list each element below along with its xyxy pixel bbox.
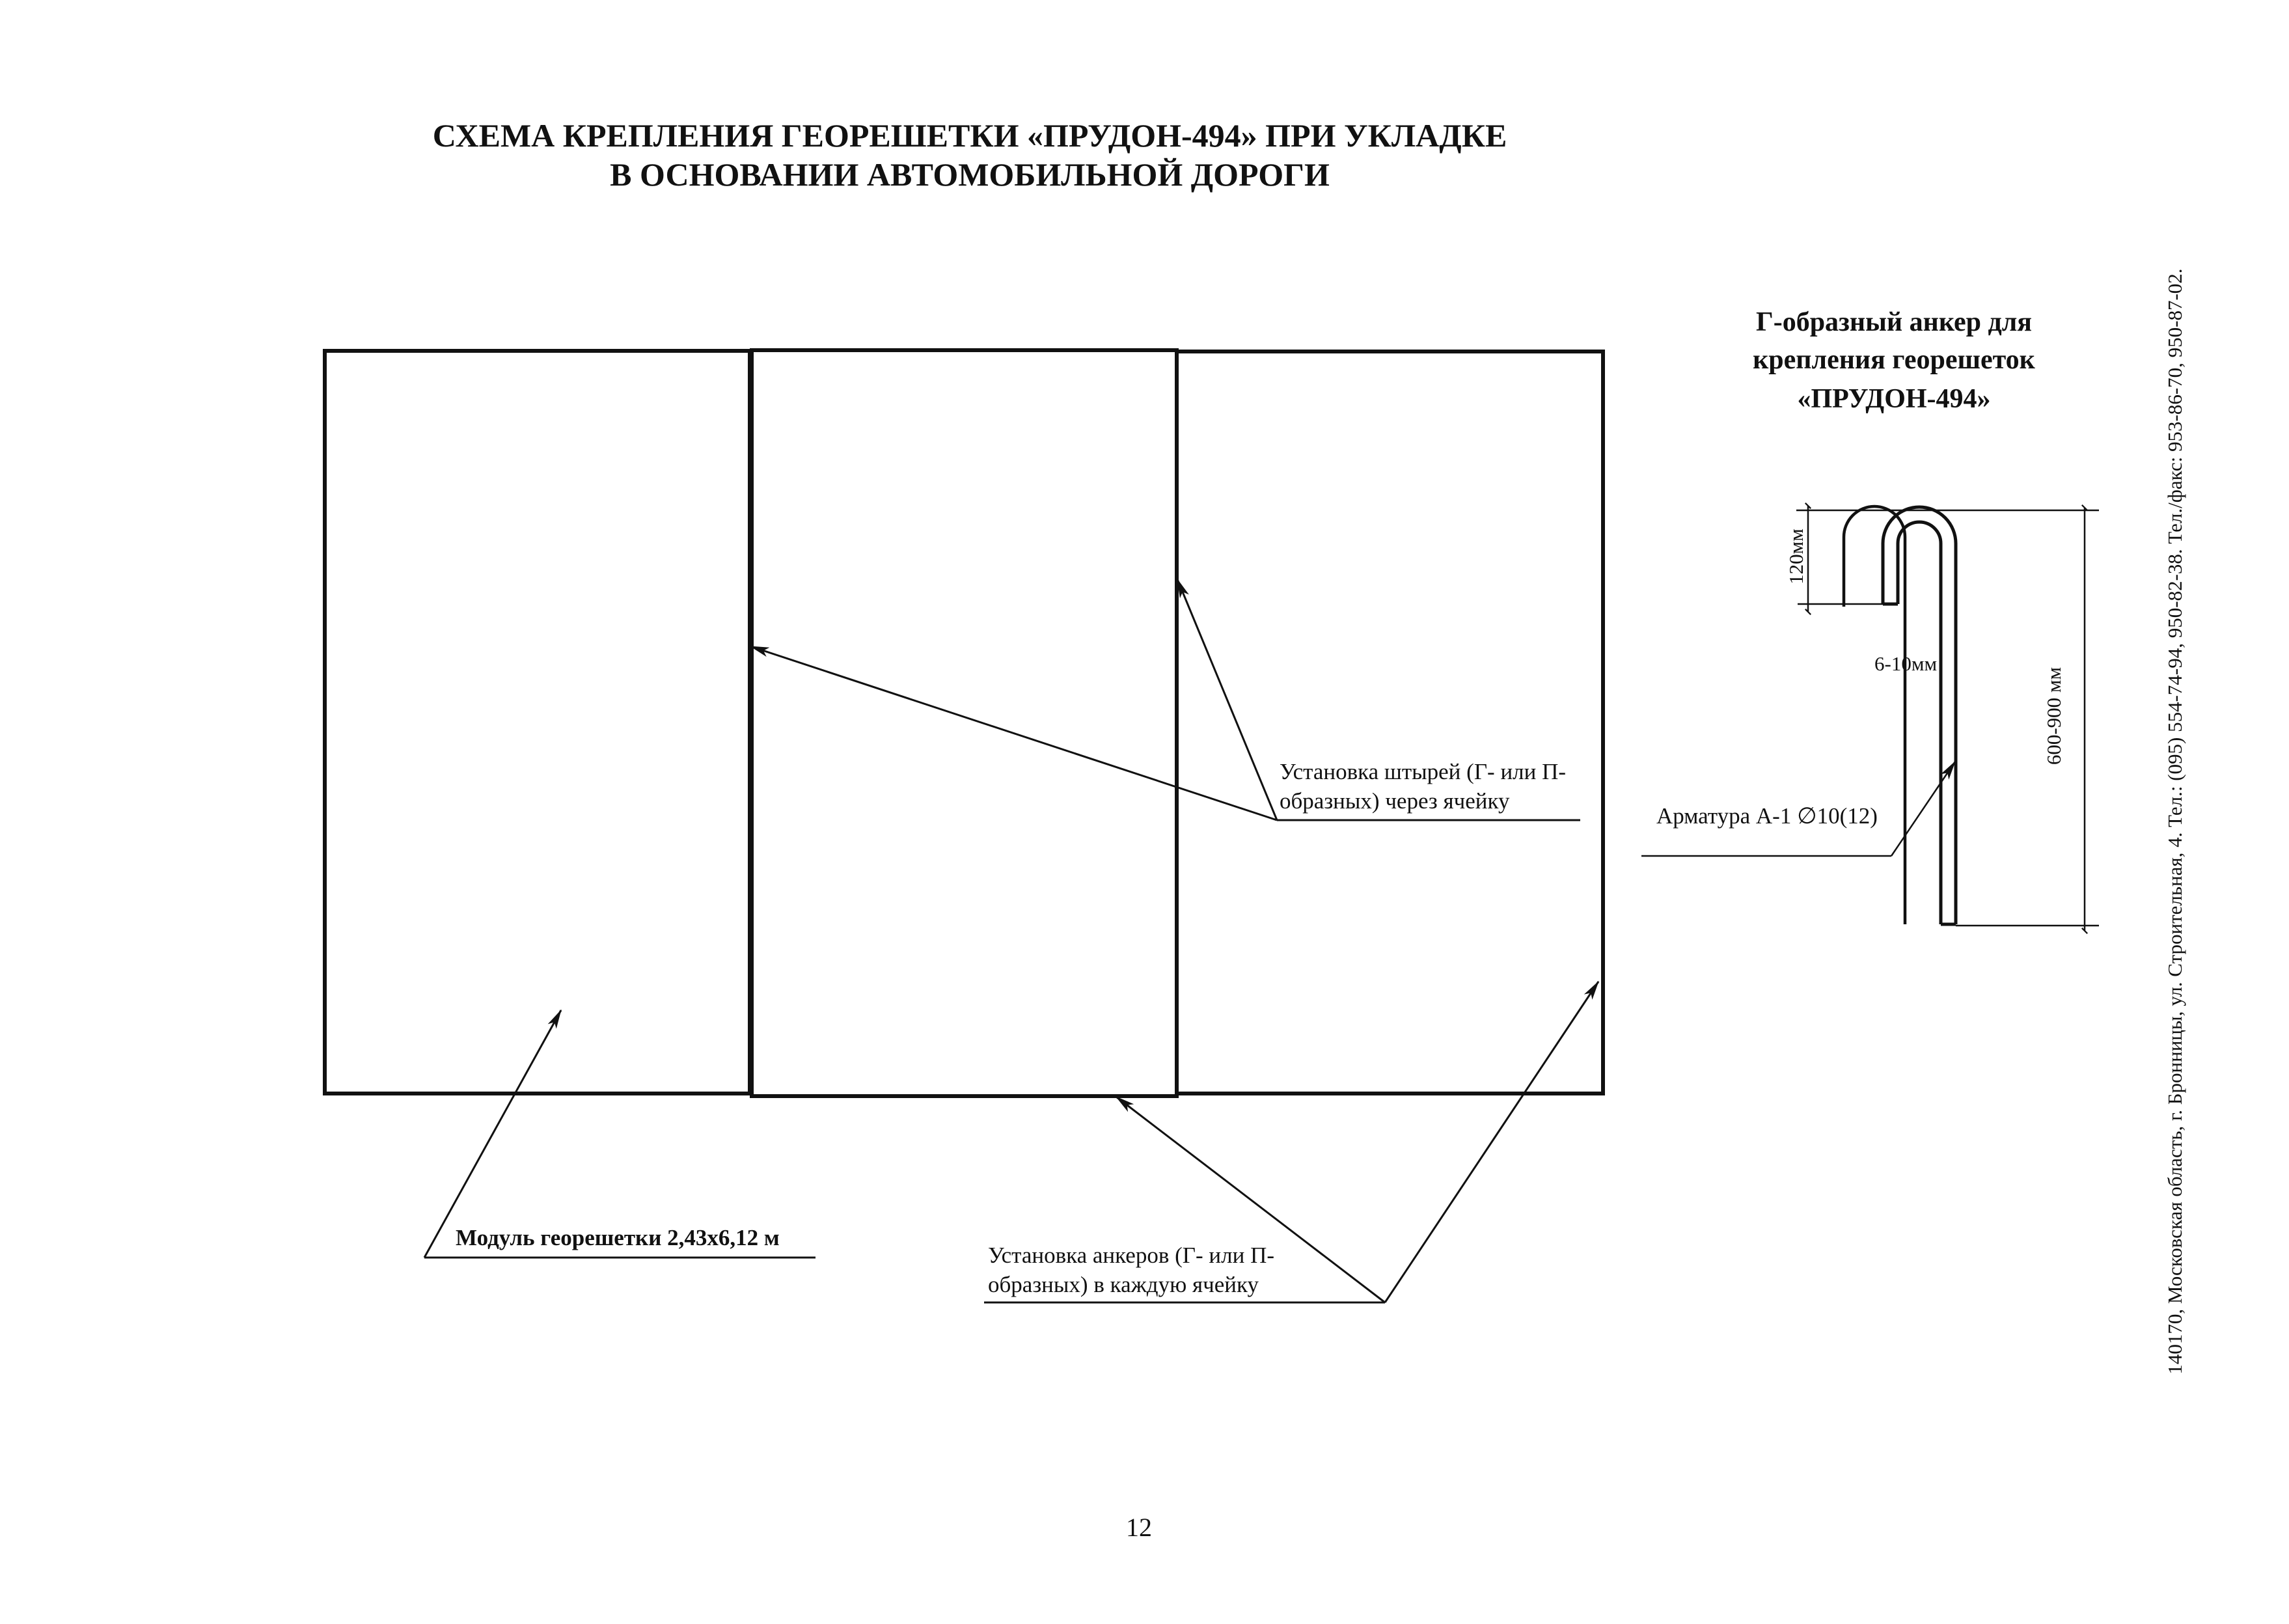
anchor-inset-title-line-2: крепления георешеток	[1753, 345, 2036, 375]
page-number: 12	[1126, 1513, 1152, 1542]
module-leader-arrow	[423, 1009, 562, 1258]
pins-label-line-1: Установка штырей (Г- или П-	[1280, 759, 1566, 784]
anchors-label-line-2: образных) в каждую ячейку	[988, 1272, 1259, 1297]
rebar-label: Арматура А-1 ∅10(12)	[1656, 803, 1878, 829]
geogrid-module-middle	[750, 348, 1179, 1098]
geogrid-module-left	[323, 349, 752, 1095]
dim-anchor-length: 600-900 мм	[1956, 504, 2099, 934]
dim-hook-height: 120мм	[1785, 502, 2099, 615]
title-line-2: В ОСНОВАНИИ АВТОМОБИЛЬНОЙ ДОРОГИ	[610, 156, 1330, 193]
page-title: СХЕМА КРЕПЛЕНИЯ ГЕОРЕШЕТКИ «ПРУДОН-494» …	[433, 117, 1507, 193]
anchor-inset: Г-образный анкер для крепления георешето…	[1641, 307, 2099, 934]
dim-hook-label: 120мм	[1785, 529, 1807, 585]
pins-label-line-2: образных) через ячейку	[1280, 788, 1510, 814]
pins-leader-arrow-left	[749, 645, 1278, 821]
rebar-callout: Арматура А-1 ∅10(12)	[1641, 760, 1956, 857]
geogrid-layout-diagram: Установка штырей (Г- или П- образных) че…	[323, 348, 1605, 1304]
anchor-inset-title-line-3: «ПРУДОН-494»	[1797, 384, 1990, 414]
anchors-leader-arrow-right	[1384, 980, 1600, 1303]
anchors-callout: Установка анкеров (Г- или П- образных) в…	[984, 980, 1600, 1304]
anchors-leader-arrow-left	[1115, 1095, 1386, 1304]
geogrid-module-right	[1175, 350, 1605, 1095]
pins-callout: Установка штырей (Г- или П- образных) че…	[749, 578, 1580, 821]
anchor-rod-outer-outline	[1842, 504, 1907, 924]
pins-leader-arrow-right	[1176, 578, 1278, 821]
dim-length-label: 600-900 мм	[2042, 667, 2065, 765]
title-line-1: СХЕМА КРЕПЛЕНИЯ ГЕОРЕШЕТКИ «ПРУДОН-494» …	[433, 117, 1507, 154]
anchors-label-line-1: Установка анкеров (Г- или П-	[988, 1243, 1274, 1268]
module-callout: Модуль георешетки 2,43х6,12 м	[423, 1009, 816, 1259]
anchor-inset-title-line-1: Г-образный анкер для	[1756, 307, 2032, 337]
anchor-rod	[1881, 505, 1958, 926]
dim-diameter-label: 6-10мм	[1874, 652, 1937, 675]
side-address: 140170, Московская область, г. Бронницы,…	[2163, 268, 2186, 1374]
module-label: Модуль георешетки 2,43х6,12 м	[456, 1225, 780, 1250]
